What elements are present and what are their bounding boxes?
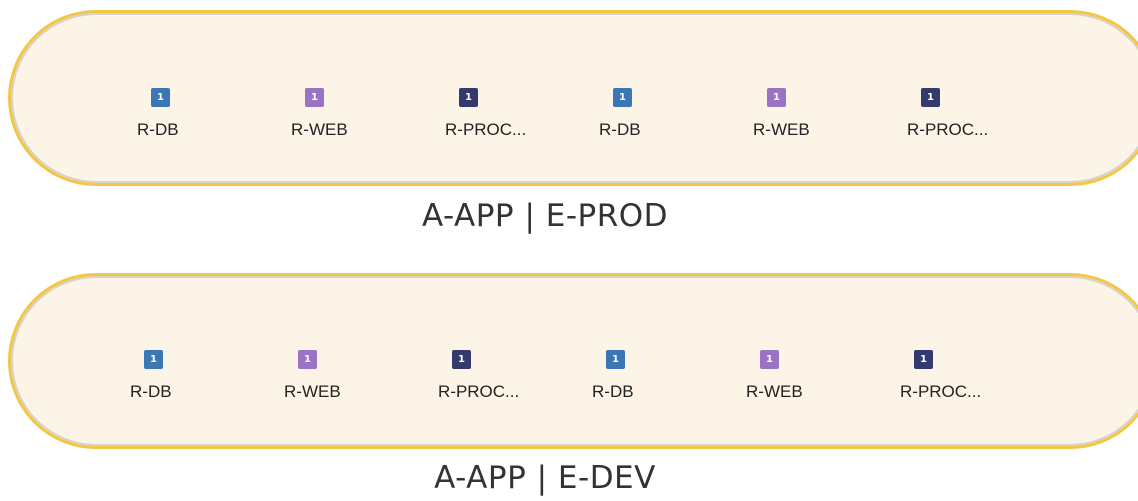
node-label: R-WEB bbox=[284, 382, 341, 401]
node-db[interactable]: 1 R-DB bbox=[137, 88, 271, 148]
count-badge: 1 bbox=[613, 88, 632, 107]
node-label: R-WEB bbox=[753, 120, 810, 139]
node-label: R-DB bbox=[592, 382, 634, 401]
node-web[interactable]: 1 R-WEB bbox=[746, 350, 880, 410]
node-label: R-DB bbox=[130, 382, 172, 401]
node-db[interactable]: 1 R-DB bbox=[592, 350, 726, 410]
node-label: R-WEB bbox=[746, 382, 803, 401]
count-badge: 1 bbox=[767, 88, 786, 107]
count-badge: 1 bbox=[914, 350, 933, 369]
node-web[interactable]: 1 R-WEB bbox=[284, 350, 418, 410]
count-badge: 1 bbox=[305, 88, 324, 107]
group-container-prod bbox=[8, 10, 1138, 186]
node-label: R-PROC... bbox=[445, 120, 527, 139]
node-label: R-WEB bbox=[291, 120, 348, 139]
node-web[interactable]: 1 R-WEB bbox=[753, 88, 887, 148]
count-badge: 1 bbox=[760, 350, 779, 369]
group-container-dev bbox=[8, 273, 1138, 449]
count-badge: 1 bbox=[144, 350, 163, 369]
node-proc[interactable]: 1 R-PROC... bbox=[438, 350, 572, 410]
count-badge: 1 bbox=[921, 88, 940, 107]
node-db[interactable]: 1 R-DB bbox=[599, 88, 733, 148]
node-label: R-PROC... bbox=[907, 120, 989, 139]
node-label: R-DB bbox=[137, 120, 179, 139]
node-proc[interactable]: 1 R-PROC... bbox=[445, 88, 579, 148]
node-web[interactable]: 1 R-WEB bbox=[291, 88, 425, 148]
node-db[interactable]: 1 R-DB bbox=[130, 350, 264, 410]
count-badge: 1 bbox=[452, 350, 471, 369]
count-badge: 1 bbox=[606, 350, 625, 369]
node-proc[interactable]: 1 R-PROC... bbox=[900, 350, 1034, 410]
node-proc[interactable]: 1 R-PROC... bbox=[907, 88, 1041, 148]
node-label: R-PROC... bbox=[900, 382, 982, 401]
node-label: R-DB bbox=[599, 120, 641, 139]
node-label: R-PROC... bbox=[438, 382, 520, 401]
group-label-dev: A-APP | E-DEV bbox=[434, 460, 656, 496]
group-label-prod: A-APP | E-PROD bbox=[421, 198, 669, 234]
count-badge: 1 bbox=[151, 88, 170, 107]
count-badge: 1 bbox=[459, 88, 478, 107]
count-badge: 1 bbox=[298, 350, 317, 369]
